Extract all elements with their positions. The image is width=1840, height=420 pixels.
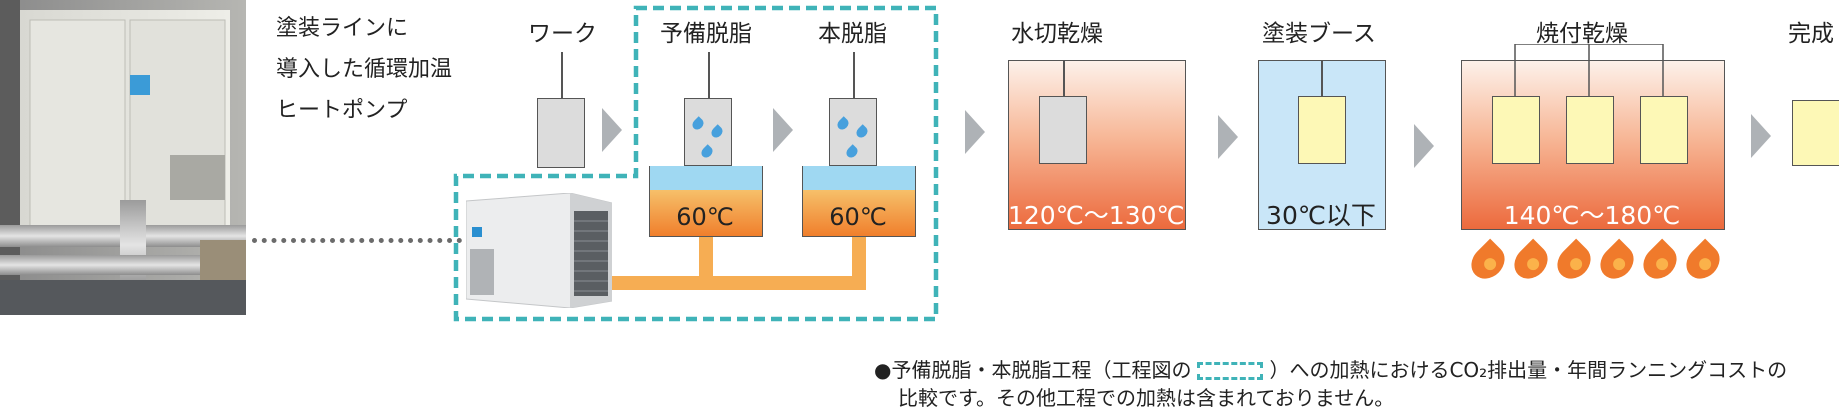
intro-line-3: ヒートポンプ xyxy=(276,98,408,123)
main-degrease-tank xyxy=(802,166,916,237)
footnote: ●予備脱脂・本脱脂工程（工程図の ）への加熱におけるCO₂排出量・年間ランニングコ… xyxy=(874,356,1834,412)
stage-label-water-dry: 水切乾燥 xyxy=(1011,21,1103,47)
work-piece xyxy=(537,98,585,168)
flow-arrow-4 xyxy=(1218,115,1238,159)
flow-arrow-6 xyxy=(1751,114,1771,158)
flow-arrow-2 xyxy=(773,108,793,152)
footnote-line-1: ●予備脱脂・本脱脂工程（工程図の ）への加熱におけるCO₂排出量・年間ランニングコ… xyxy=(874,356,1834,384)
bake-dry-work-piece-1 xyxy=(1492,96,1540,164)
main-degrease-hanger xyxy=(853,52,855,98)
flame-icon xyxy=(1636,238,1684,286)
footnote-line-2: 比較です。その他工程での加熱は含まれておりません。 xyxy=(898,386,1395,410)
bake-dry-work-piece-2 xyxy=(1566,96,1614,164)
heat-pump-unit xyxy=(465,192,613,309)
flame-icon xyxy=(1464,238,1512,286)
pre-degrease-temp: 60℃ xyxy=(676,203,734,231)
heat-pump-scope-outline xyxy=(453,5,939,322)
stage-label-bake-dry: 焼付乾燥 xyxy=(1536,21,1628,47)
work-hanger xyxy=(561,52,563,98)
heat-pump-unit-graphic xyxy=(465,192,613,309)
flow-arrow-5 xyxy=(1414,124,1434,168)
flame-icon xyxy=(1593,238,1641,286)
intro-line-2: 導入した循環加温 xyxy=(276,57,453,82)
paint-booth-work-piece xyxy=(1298,96,1346,164)
bake-dry-hanger-frame xyxy=(1514,44,1664,96)
pipe-horizontal xyxy=(612,276,866,290)
pre-degrease-tank xyxy=(649,166,763,237)
heat-pump-photo-graphic xyxy=(0,0,246,315)
stage-label-work: ワーク xyxy=(528,21,597,47)
complete-work-piece xyxy=(1792,100,1839,166)
water-dry-hanger xyxy=(1063,60,1065,96)
dashed-box-icon xyxy=(1197,362,1264,380)
stage-label-pre-degrease: 予備脱脂 xyxy=(660,21,752,47)
water-dry-oven xyxy=(1008,60,1186,230)
water-dry-work-piece xyxy=(1039,96,1087,164)
footnote-text-2: ）への加熱におけるCO₂排出量・年間ランニングコストの xyxy=(1269,358,1788,382)
flow-arrow-3 xyxy=(965,110,985,154)
bake-dry-work-piece-3 xyxy=(1640,96,1688,164)
intro-line-1: 塗装ラインに xyxy=(276,16,409,41)
flame-icon xyxy=(1550,238,1598,286)
flame-icon xyxy=(1507,238,1555,286)
water-dry-temp: 120℃〜130℃ xyxy=(1008,201,1185,230)
flame-icon xyxy=(1679,238,1727,286)
stage-label-main-degrease: 本脱脂 xyxy=(818,21,887,47)
pipe-main-vertical xyxy=(852,237,866,282)
paint-booth-hanger xyxy=(1321,60,1323,96)
main-degrease-temp: 60℃ xyxy=(829,203,887,231)
flow-arrow-1 xyxy=(602,108,622,152)
bake-dry-temp: 140℃〜180℃ xyxy=(1503,201,1681,230)
pipe-pre-vertical xyxy=(699,237,713,282)
footnote-bullet: ● xyxy=(874,358,892,382)
stage-label-paint-booth: 塗装ブース xyxy=(1262,21,1376,47)
paint-booth-temp: 30℃以下 xyxy=(1266,201,1376,230)
dotted-connector xyxy=(252,238,462,243)
stage-label-complete: 完成 xyxy=(1788,21,1834,47)
footnote-text-1: 予備脱脂・本脱脂工程（工程図の xyxy=(891,358,1192,382)
heat-pump-photo xyxy=(0,0,246,315)
pre-degrease-hanger xyxy=(708,52,710,98)
